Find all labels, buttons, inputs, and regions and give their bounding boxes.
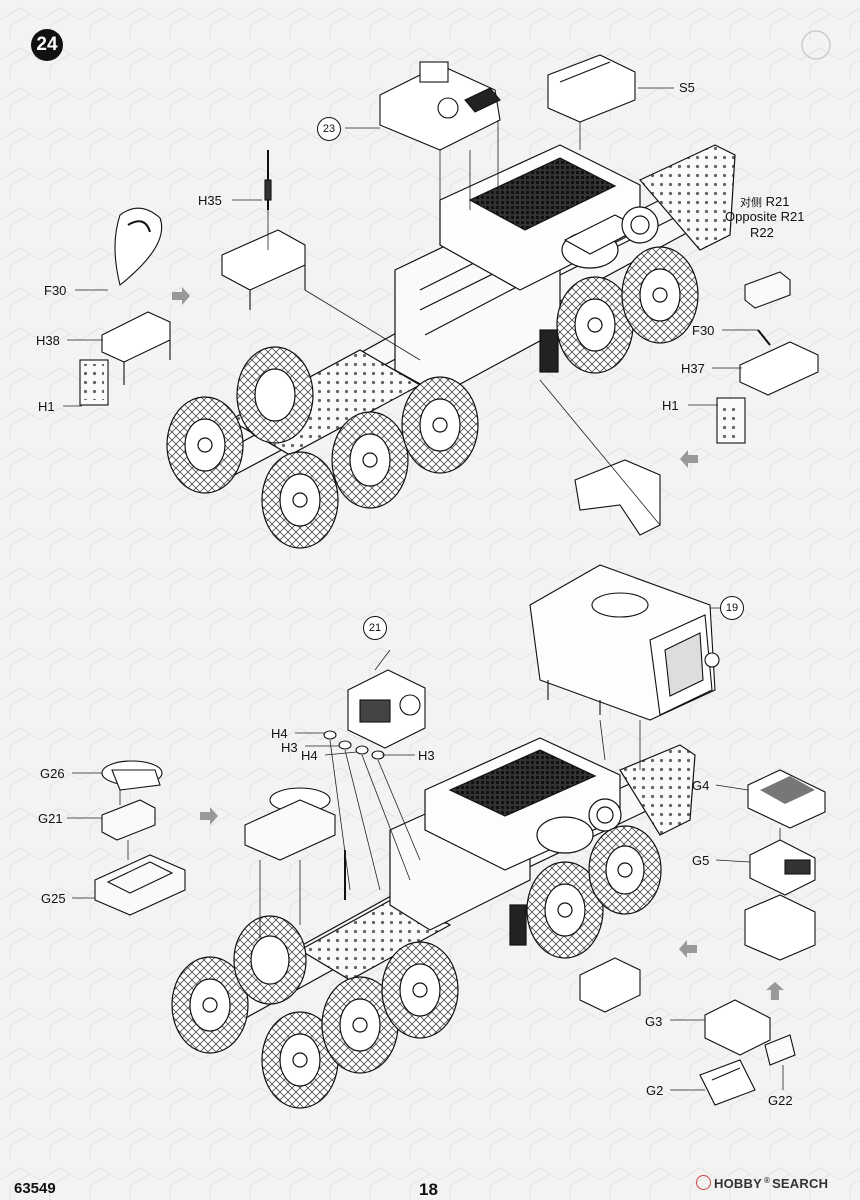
part-label-h4-a: H4: [271, 726, 288, 741]
part-label-r21: R21: [765, 194, 790, 209]
part-label-h37: H37: [681, 361, 705, 376]
sub-step-19: 19: [720, 596, 744, 620]
part-label-s5: S5: [679, 80, 695, 95]
watermark-logo-icon: [696, 1175, 711, 1190]
sub-step-23: 23: [317, 117, 341, 141]
part-label-h38: H38: [36, 333, 60, 348]
part-label-r22: R22: [750, 225, 774, 240]
part-label-h1-right: H1: [662, 398, 679, 413]
watermark: HOBBY®SEARCH: [696, 1175, 828, 1191]
watermark-brand: HOBBY: [714, 1176, 762, 1191]
top-wheels: [166, 246, 699, 549]
sub-step-21: 21: [363, 616, 387, 640]
part-label-g25: G25: [41, 891, 66, 906]
part-label-h4-b: H4: [301, 748, 318, 763]
bottom-vehicle-chassis: [183, 737, 696, 1036]
bottom-arrows: [200, 807, 784, 1000]
part-label-g21: G21: [38, 811, 63, 826]
part-label-f30-right: F30: [692, 323, 715, 338]
part-label-g3: G3: [645, 1014, 663, 1029]
watermark-reg: ®: [763, 1176, 771, 1185]
part-label-g2: G2: [646, 1083, 664, 1098]
part-label-h1-left: H1: [38, 399, 55, 414]
corner-emblem-icon: [801, 30, 831, 60]
opposite-cjk-label: 对侧: [740, 197, 762, 209]
bottom-parts: [94, 564, 826, 1106]
step-number-badge: 24: [31, 29, 63, 61]
watermark-brand-sep: SEARCH: [772, 1176, 829, 1191]
bottom-leader-lines: [67, 607, 784, 1091]
part-label-h3-a: H3: [281, 740, 298, 755]
bottom-wheels: [171, 825, 662, 1109]
top-parts: [79, 54, 819, 536]
page-number: 18: [419, 1180, 438, 1199]
part-label-g22: G22: [768, 1093, 793, 1108]
part-label-g26: G26: [40, 766, 65, 781]
part-label-g5: G5: [692, 853, 710, 868]
opposite-r21-line1: 对侧 R21: [740, 195, 789, 209]
top-arrows: [172, 287, 698, 468]
part-label-h3-b: H3: [418, 748, 435, 763]
part-label-g4: G4: [692, 778, 710, 793]
opposite-r21-line2: Opposite R21: [725, 209, 805, 224]
kit-code: 63549: [14, 1180, 56, 1197]
part-label-f30-left: F30: [44, 283, 67, 298]
part-label-h35: H35: [198, 193, 222, 208]
top-leader-lines: [63, 87, 758, 526]
